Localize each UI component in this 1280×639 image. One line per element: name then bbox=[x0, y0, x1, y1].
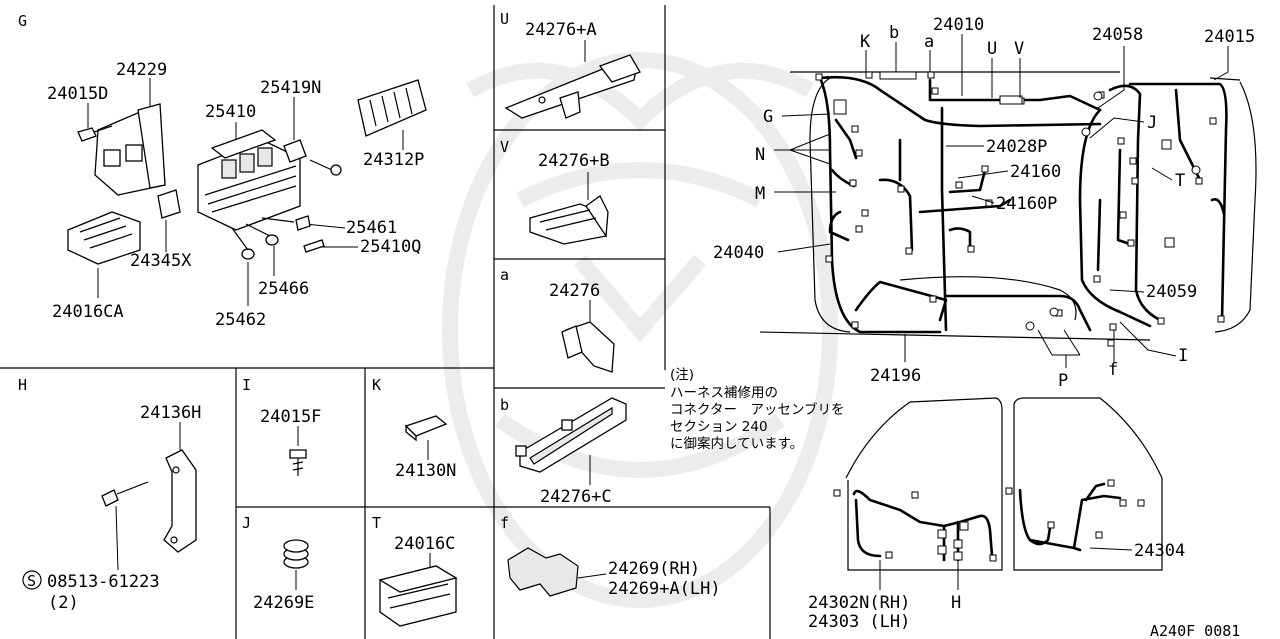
section-a-letter: a bbox=[500, 266, 509, 284]
label-v: V bbox=[1014, 39, 1024, 59]
label-p: P bbox=[1058, 371, 1068, 391]
section-k-letter: K bbox=[372, 376, 381, 394]
section-g: G 24229 24015D 25410 25419N 24312P 25461… bbox=[18, 12, 427, 330]
screw-symbol-letter: S bbox=[27, 572, 36, 590]
section-a: a 24276 bbox=[500, 266, 615, 373]
repair-note: (注) ハーネス補修用の コネクター アッセンブリを セクション 240 に御案… bbox=[670, 367, 845, 452]
note-line-3: セクション 240 bbox=[670, 419, 768, 435]
label-24269e: 24269E bbox=[253, 593, 314, 613]
label-24276-a: 24276+A bbox=[525, 20, 597, 40]
label-24276: 24276 bbox=[549, 281, 600, 301]
label-24303-lh: 24303 (LH) bbox=[808, 612, 910, 632]
label-24269-rh: 24269(RH) bbox=[608, 559, 700, 579]
note-line-4: に御案内しています。 bbox=[670, 435, 803, 452]
section-u: U 24276+A bbox=[500, 10, 641, 119]
door-harnesses: 24302N(RH) 24303 (LH) H 24304 bbox=[808, 397, 1185, 632]
label-i: I bbox=[1178, 346, 1188, 366]
section-k: K 24130N bbox=[372, 376, 456, 481]
label-j: J bbox=[1147, 113, 1157, 133]
label-24196: 24196 bbox=[870, 366, 921, 386]
section-t: T 24016C bbox=[372, 514, 458, 627]
label-f: f bbox=[1108, 360, 1118, 380]
section-h: H 24136H S 08513-61223 (2) bbox=[18, 376, 201, 613]
label-u: U bbox=[987, 39, 997, 59]
label-n: N bbox=[755, 145, 765, 165]
label-25419n: 25419N bbox=[260, 78, 321, 98]
label-h: H bbox=[951, 593, 961, 613]
label-25461: 25461 bbox=[346, 218, 397, 238]
label-08513-61223: 08513-61223 bbox=[47, 572, 160, 592]
label-24276-c: 24276+C bbox=[540, 487, 612, 507]
label-24016c: 24016C bbox=[394, 534, 455, 554]
section-v-letter: V bbox=[500, 138, 509, 156]
label-24304: 24304 bbox=[1134, 541, 1185, 561]
label-24276-b: 24276+B bbox=[538, 151, 610, 171]
label-24015: 24015 bbox=[1204, 27, 1255, 47]
section-j: J 24269E bbox=[242, 514, 314, 613]
section-i: I 24015F bbox=[242, 376, 321, 476]
label-25410q: 25410Q bbox=[360, 237, 421, 257]
label-24160: 24160 bbox=[1010, 162, 1061, 182]
label-24160p: 24160P bbox=[996, 194, 1057, 214]
label-24312p: 24312P bbox=[363, 150, 424, 170]
label-24010: 24010 bbox=[933, 15, 984, 35]
panel-frames bbox=[0, 5, 771, 639]
section-f-letter: f bbox=[500, 514, 509, 532]
section-b: b 24276+C bbox=[500, 396, 627, 507]
section-b-letter: b bbox=[500, 396, 509, 414]
section-u-letter: U bbox=[500, 10, 509, 28]
harness-connectors bbox=[815, 71, 1225, 347]
label-m: M bbox=[755, 184, 765, 204]
watermark-emblem bbox=[442, 52, 838, 608]
note-line-1: ハーネス補修用の bbox=[670, 385, 778, 401]
section-j-letter: J bbox=[242, 514, 251, 532]
label-25462: 25462 bbox=[215, 310, 266, 330]
label-24015f: 24015F bbox=[260, 407, 321, 427]
section-i-letter: I bbox=[242, 376, 251, 394]
label-24016ca: 24016CA bbox=[52, 302, 124, 322]
label-24269a-lh: 24269+A(LH) bbox=[608, 579, 721, 599]
note-header: (注) bbox=[670, 367, 694, 383]
screw-symbol-icon bbox=[22, 570, 42, 590]
label-24059: 24059 bbox=[1146, 282, 1197, 302]
label-25466: 25466 bbox=[258, 279, 309, 299]
label-24229: 24229 bbox=[116, 60, 167, 80]
label-24130n: 24130N bbox=[395, 461, 456, 481]
section-t-letter: T bbox=[372, 514, 381, 532]
section-f: f 24269(RH) 24269+A(LH) bbox=[500, 514, 721, 599]
label-t: T bbox=[1175, 171, 1185, 191]
section-g-letter: G bbox=[18, 12, 27, 30]
label-24136h: 24136H bbox=[140, 403, 201, 423]
label-a: a bbox=[924, 32, 934, 52]
label-24058: 24058 bbox=[1092, 25, 1143, 45]
label-b: b bbox=[889, 23, 899, 43]
label-24028p: 24028P bbox=[986, 137, 1047, 157]
diagram-id: A240F 0081 bbox=[1150, 622, 1240, 639]
label-k: K bbox=[860, 32, 871, 52]
section-v: V 24276+B bbox=[500, 138, 610, 245]
label-24345x: 24345X bbox=[130, 251, 192, 271]
label-g: G bbox=[763, 107, 773, 127]
label-24302n-rh: 24302N(RH) bbox=[808, 593, 910, 613]
main-harness: K b a 24010 U V 24058 24015 G N M 24040 … bbox=[713, 15, 1257, 391]
label-24040: 24040 bbox=[713, 243, 764, 263]
label-qty-2: (2) bbox=[48, 593, 79, 613]
label-24015d: 24015D bbox=[47, 84, 108, 104]
note-line-2: コネクター アッセンブリを bbox=[670, 401, 845, 418]
section-h-letter: H bbox=[18, 376, 27, 394]
label-25410: 25410 bbox=[205, 102, 256, 122]
